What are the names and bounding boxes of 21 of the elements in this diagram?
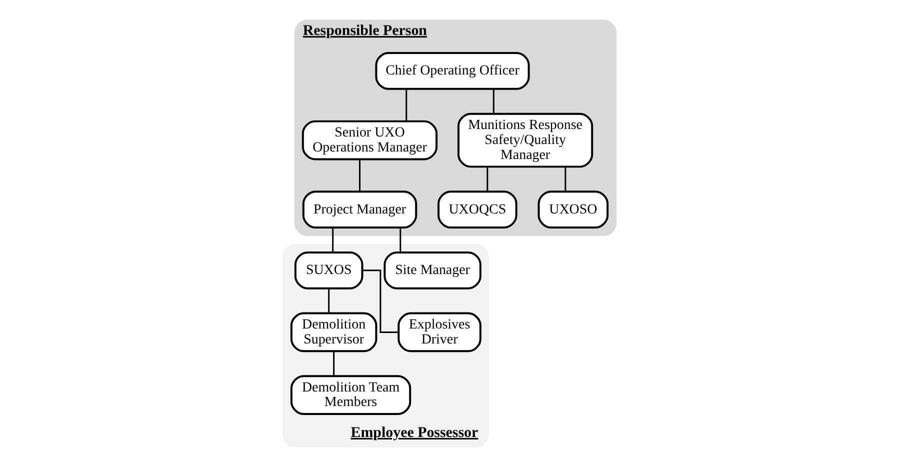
node-box: Explosives Driver: [397, 312, 481, 352]
node-box: SUXOS: [294, 251, 363, 290]
connector: [492, 89, 494, 114]
node-box: Chief Operating Officer: [374, 52, 530, 90]
node-box: Site Manager: [383, 251, 481, 290]
node-box: UXOQCS: [437, 190, 517, 229]
node-box: Project Manager: [302, 190, 417, 229]
connector: [405, 89, 407, 121]
connector: [362, 270, 398, 333]
connector: [332, 351, 334, 376]
node-box: UXOSO: [537, 190, 608, 229]
node-box: Munitions Response Safety/Quality Manager: [456, 112, 593, 168]
connector: [332, 228, 334, 252]
connector: [358, 160, 360, 192]
connector: [486, 166, 488, 192]
node-box: Demolition Supervisor: [290, 312, 377, 352]
node-box: Demolition Team Members: [290, 375, 411, 415]
connector: [328, 288, 330, 314]
node-box: Senior UXO Operations Manager: [301, 120, 438, 160]
connector: [564, 166, 566, 192]
connector: [399, 228, 401, 252]
